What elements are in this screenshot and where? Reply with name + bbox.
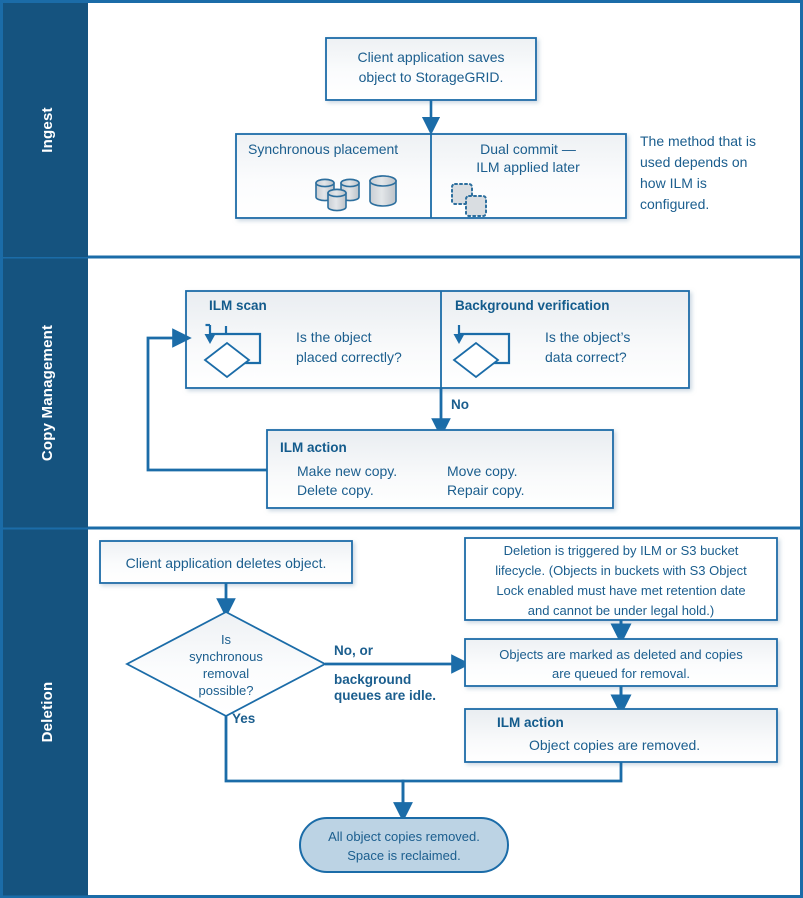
node-scan-row: ILM scan Background verification Is the … bbox=[185, 290, 690, 389]
sidebar-lane-ingest bbox=[3, 3, 88, 257]
node-ilm-action-copy-left-2: Delete copy. bbox=[297, 482, 374, 498]
edge-label-no-or-line2: background bbox=[334, 672, 411, 687]
note-ingest-method: The method that is used depends on how I… bbox=[640, 133, 756, 212]
node-client-saves-object: Client application saves object to Stora… bbox=[325, 37, 537, 101]
node-client-deletes-object: Client application deletes object. bbox=[99, 540, 353, 584]
edge-ilm-action-to-terminator bbox=[393, 762, 623, 822]
node-decision-line3: removal bbox=[203, 666, 249, 681]
node-background-verification-question-line2: data correct? bbox=[545, 349, 627, 365]
node-objects-marked-deleted: Objects are marked as deleted and copies… bbox=[464, 638, 778, 687]
edge-label-yes: Yes bbox=[232, 711, 255, 726]
node-deletion-trigger-note-line3: Lock enabled must have met retention dat… bbox=[496, 583, 745, 598]
node-deletion-trigger-note-line1: Deletion is triggered by ILM or S3 bucke… bbox=[504, 543, 739, 558]
node-ilm-action-deletion-text: Object copies are removed. bbox=[529, 737, 700, 753]
node-client-saves-object-line1: Client application saves bbox=[357, 49, 504, 65]
node-objects-marked-deleted-line2: are queued for removal. bbox=[552, 666, 690, 681]
sidebar-item-label-deletion: Deletion bbox=[39, 682, 56, 743]
node-decision-line2: synchronous bbox=[189, 649, 263, 664]
pending-copies-icon bbox=[451, 183, 487, 217]
node-synchronous-placement-title: Synchronous placement bbox=[248, 141, 398, 157]
node-client-saves-object-line2: object to StorageGRID. bbox=[359, 69, 504, 85]
node-ingest-methods: Synchronous placement Dual commit — ILM … bbox=[235, 133, 627, 219]
node-decision-synchronous-removal: Is synchronous removal possible? bbox=[125, 610, 327, 718]
node-terminator-line2: Space is reclaimed. bbox=[347, 848, 460, 863]
edge-label-no-or-line3: queues are idle. bbox=[334, 688, 436, 703]
node-ilm-scan-title: ILM scan bbox=[209, 298, 267, 313]
edge-ilm-action-feedback-loop bbox=[146, 328, 267, 472]
edge-label-no-or-line1: No, or bbox=[334, 643, 374, 658]
node-ilm-action-deletion-title: ILM action bbox=[497, 715, 564, 730]
note-ingest-method-line1: The method that is bbox=[640, 133, 756, 149]
node-deletion-trigger-note-line4: and cannot be under legal hold.) bbox=[528, 603, 714, 618]
note-ingest-method-line4: configured. bbox=[640, 196, 709, 212]
node-deletion-trigger-note-line2: lifecycle. (Objects in buckets with S3 O… bbox=[495, 563, 747, 578]
node-terminator-line1: All object copies removed. bbox=[328, 829, 480, 844]
node-decision-line1: Is bbox=[221, 632, 232, 647]
node-ilm-action-copy-right-1: Move copy. bbox=[447, 463, 518, 479]
sidebar-lane-copy-management bbox=[3, 258, 88, 528]
sidebar-lane-deletion bbox=[3, 529, 88, 896]
node-ilm-scan-question-line2: placed correctly? bbox=[296, 349, 402, 365]
node-background-verification-title: Background verification bbox=[455, 298, 610, 313]
node-background-verification-question-line1: Is the object’s bbox=[545, 329, 630, 345]
node-ilm-action-copy-right-2: Repair copy. bbox=[447, 482, 525, 498]
note-ingest-method-line3: how ILM is bbox=[640, 175, 707, 191]
loop-decision-icon bbox=[205, 325, 262, 379]
storage-cylinders-icon bbox=[315, 175, 397, 212]
sidebar-item-label-copy-management: Copy Management bbox=[39, 325, 56, 461]
edge-label-no: No bbox=[451, 397, 469, 412]
node-ilm-scan-question-line1: Is the object bbox=[296, 329, 372, 345]
node-client-deletes-object-text: Client application deletes object. bbox=[126, 555, 327, 571]
loop-decision-icon bbox=[452, 325, 511, 379]
node-decision-line4: possible? bbox=[199, 683, 254, 698]
node-dual-commit-line1: Dual commit — bbox=[480, 141, 576, 157]
node-ilm-action-copy: ILM action Make new copy. Delete copy. M… bbox=[266, 429, 614, 509]
note-ingest-method-line2: used depends on bbox=[640, 154, 747, 170]
node-ilm-action-copy-title: ILM action bbox=[280, 440, 347, 455]
node-deletion-trigger-note: Deletion is triggered by ILM or S3 bucke… bbox=[464, 537, 778, 621]
node-ilm-action-deletion: ILM action Object copies are removed. bbox=[464, 708, 778, 763]
node-terminator-copies-removed: All object copies removed. Space is recl… bbox=[299, 817, 509, 873]
node-objects-marked-deleted-line1: Objects are marked as deleted and copies bbox=[499, 647, 743, 662]
node-dual-commit-line2: ILM applied later bbox=[476, 159, 580, 175]
sidebar-item-label-ingest: Ingest bbox=[39, 107, 56, 152]
node-ilm-action-copy-left-1: Make new copy. bbox=[297, 463, 397, 479]
